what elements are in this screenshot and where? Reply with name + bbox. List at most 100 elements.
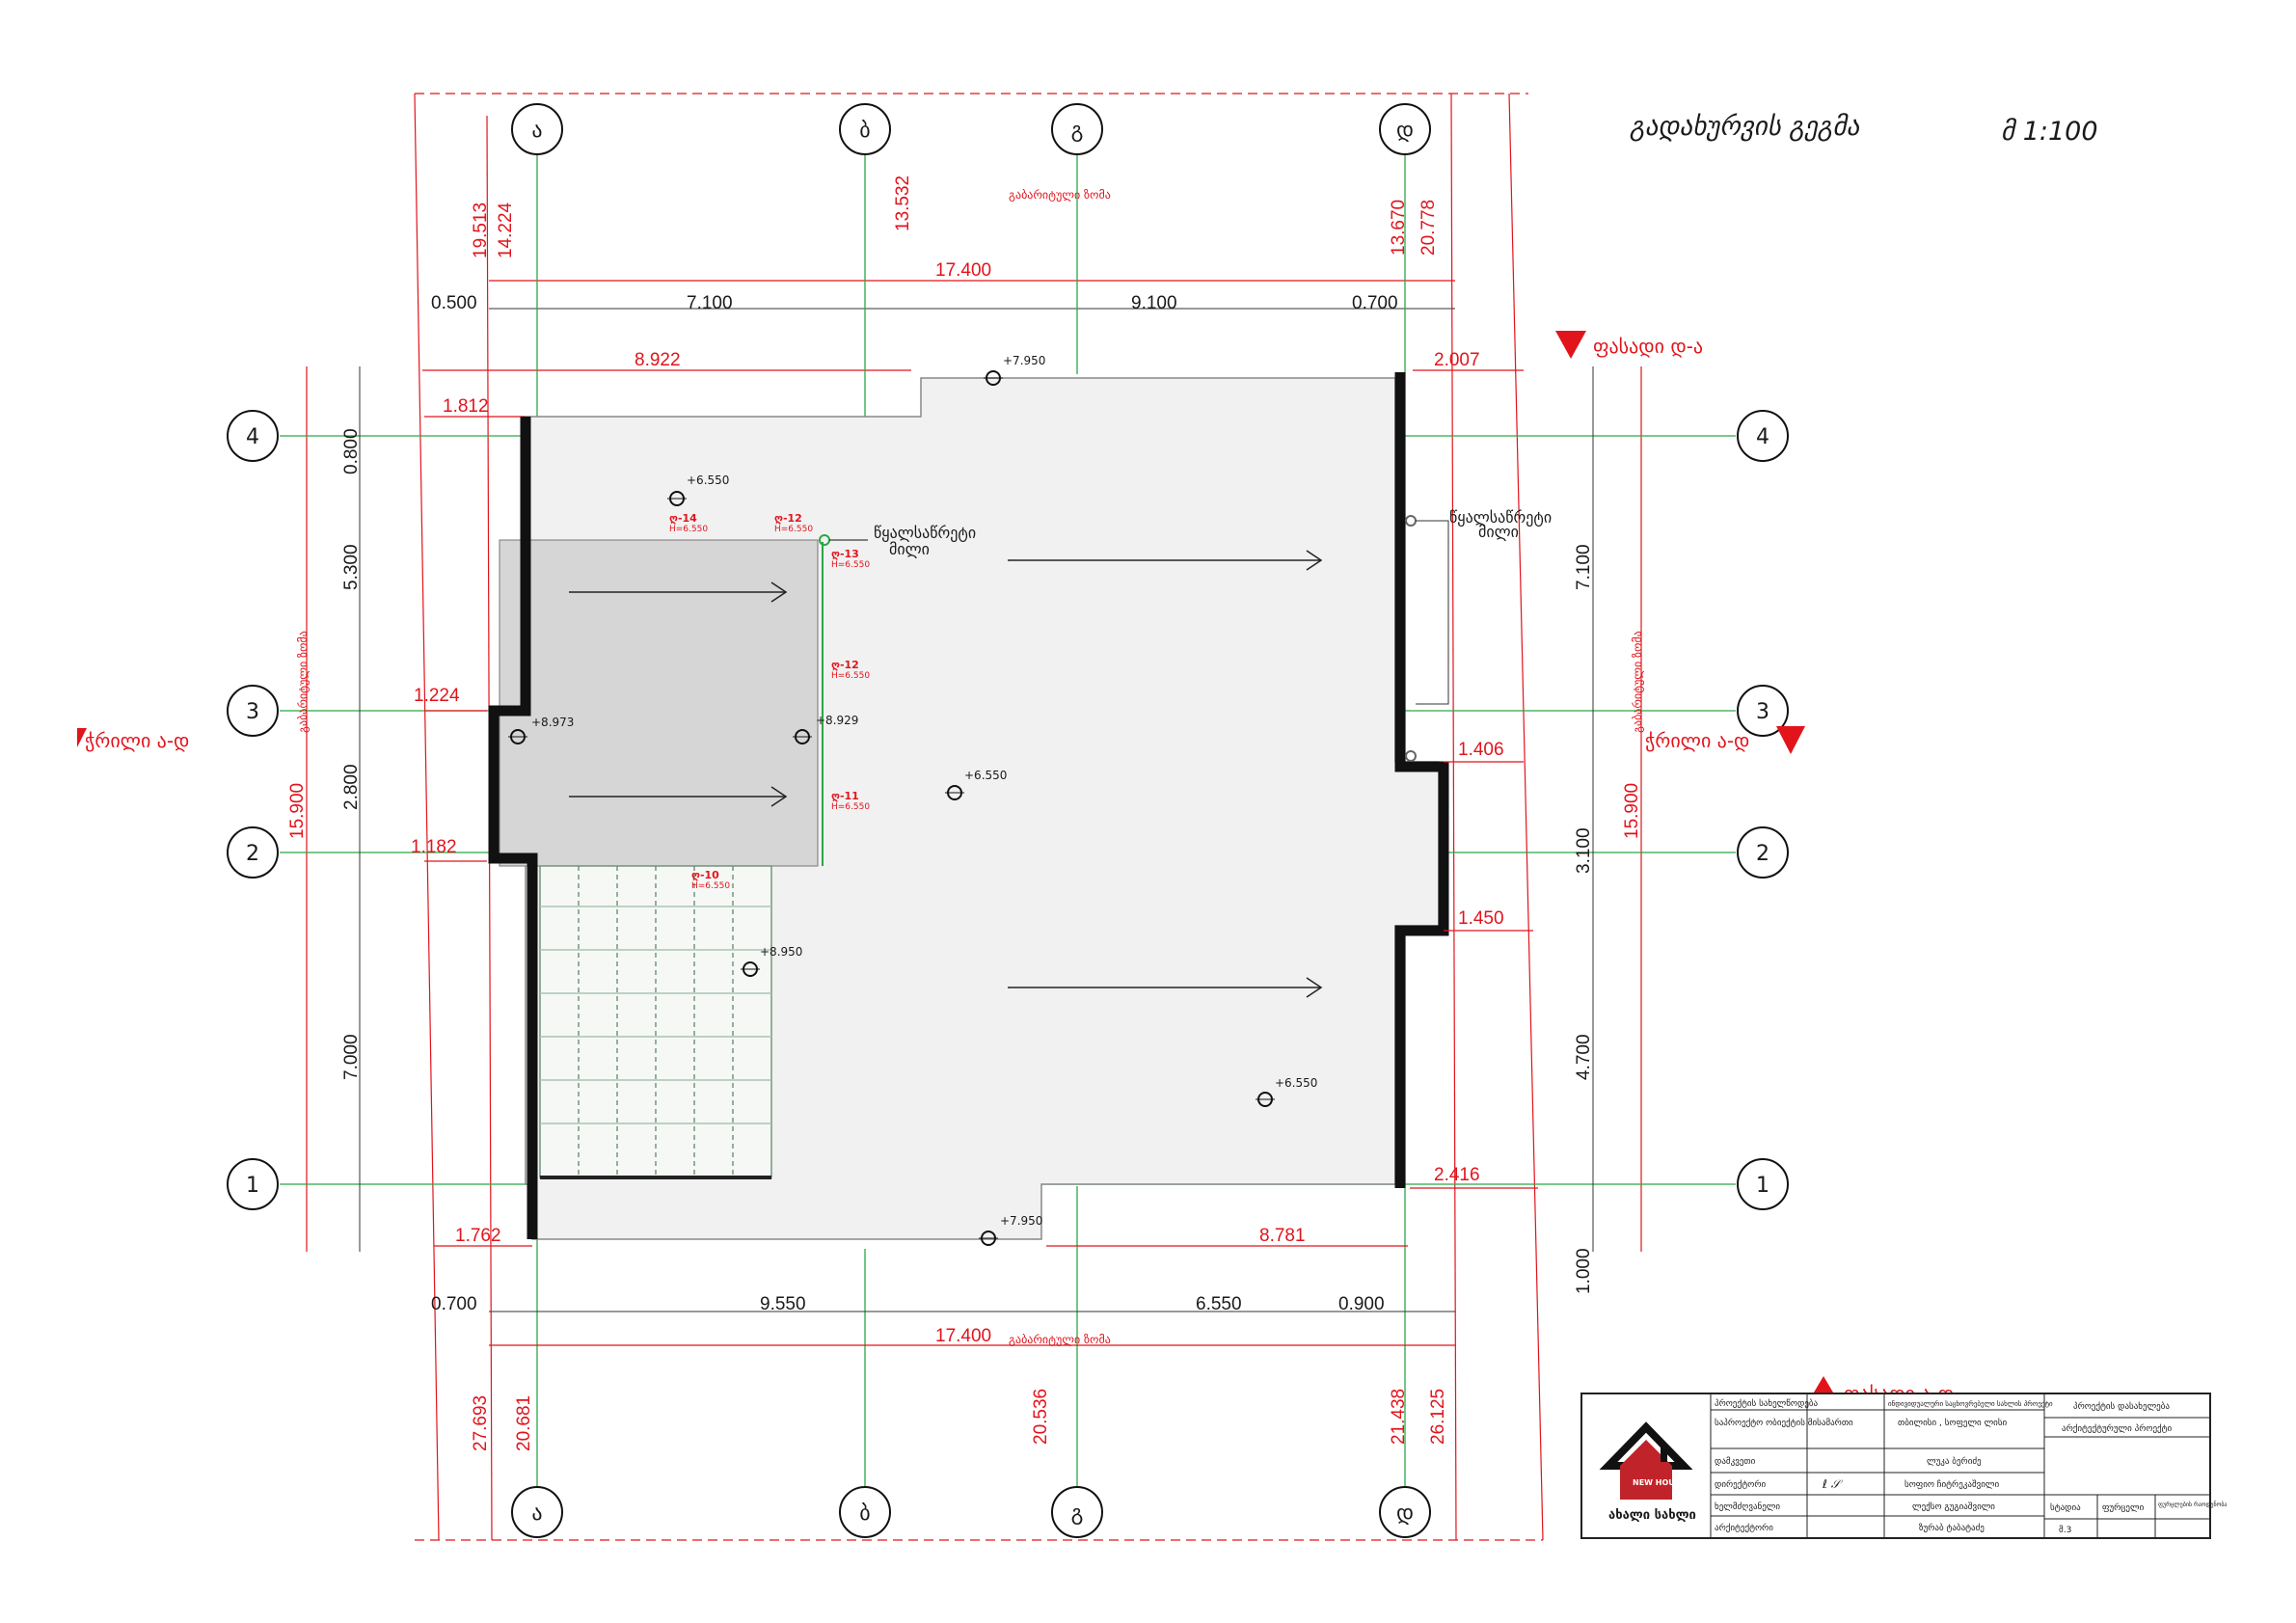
elev-mark-4: +6.550: [945, 769, 1007, 800]
elev-mark-5: +8.950: [741, 945, 802, 977]
dim-top-0: 0.500: [431, 293, 477, 313]
axis-label: ბ: [859, 1501, 870, 1526]
elev-mark-2: +8.973: [508, 716, 574, 744]
axis-bubble-g-top: გ: [1051, 103, 1103, 155]
dim-right-3: 1.000: [1574, 1248, 1594, 1294]
dim-bottom-0: 0.700: [431, 1294, 477, 1314]
gutter-tag: ღ-10: [691, 869, 719, 881]
dim-top-red-1: 14.224: [496, 202, 516, 258]
elev-text: +7.950: [1003, 354, 1045, 367]
axis-bubble-1-right: 1: [1737, 1158, 1789, 1210]
axis-bubble-2-left: 2: [227, 826, 279, 879]
tb-c2-0: ინდივიდუალური საცხოვრებელი სახლის პროექტ…: [1888, 1399, 2053, 1408]
dim-left-offset-0: 1.224: [414, 686, 460, 706]
dim-left-0: 0.800: [341, 428, 362, 474]
logo-text: ახალი სახლი: [1608, 1508, 1696, 1523]
dim-top-offset-0: 8.922: [635, 350, 681, 370]
axis-label: 3: [1756, 700, 1769, 724]
elev-text: +6.550: [687, 473, 729, 487]
grating-area: [539, 865, 772, 1179]
axis-label: გ: [1071, 1501, 1084, 1526]
title-block: NEW HOUSE ახალი სახლი პროექტის სახელწოდე…: [1580, 1393, 2227, 1539]
tb-c2-1: თბილისი , სოფელი ლისი: [1898, 1418, 2008, 1428]
gabarit-top: გაბარიტული ზომა: [1009, 188, 1111, 202]
gutter-h: H=6.550: [831, 671, 870, 681]
dim-left-1: 5.300: [341, 544, 362, 590]
dim-top-total: 17.400: [935, 260, 991, 281]
dim-top-2: 9.100: [1131, 293, 1177, 313]
dim-left-2: 2.800: [341, 764, 362, 810]
axis-bubble-d-bottom: დ: [1379, 1486, 1431, 1538]
axis-bubble-3-left: 3: [227, 685, 279, 737]
dim-bottom-total: 17.400: [935, 1326, 991, 1346]
section-marker-left: ჭრილი ა-დ: [77, 728, 189, 752]
dim-top-red-0: 19.513: [471, 203, 491, 258]
elev-mark-1: +6.550: [667, 473, 729, 506]
gutter-tags: ღ-14 H=6.550 ღ-12 H=6.550 ღ-13 H=6.550 ღ…: [669, 512, 870, 891]
axis-bubble-a-top: ა: [511, 103, 563, 155]
axis-bubbles-sides: 4 3 2 1 4 3 2 1: [227, 410, 1789, 1210]
axis-label: დ: [1396, 119, 1414, 143]
axis-bubble-d-top: დ: [1379, 103, 1431, 155]
roof-upper-section: [499, 539, 819, 867]
gabarit-right: გაბარიტული ზომა: [1631, 631, 1644, 733]
tb-c2-5: ზურაბ ტაბატაძე: [1919, 1523, 1985, 1533]
dim-right-1: 3.100: [1574, 827, 1594, 874]
dim-top-offset-1: 2.007: [1434, 350, 1480, 370]
gabarit-bottom: გაბარიტული ზომა: [1009, 1333, 1111, 1346]
left-dimensions: 0.800 5.300 2.800 7.000 15.900 გაბარიტულ…: [287, 366, 487, 1252]
tb-c3-header: პროექტის დასახელება: [2073, 1401, 2170, 1412]
tb-c2-3: სოფიო ჩიტრეკაშვილი: [1904, 1479, 1999, 1490]
tb-sheet-no: მ.3: [2059, 1525, 2071, 1535]
dim-right-0: 7.100: [1574, 544, 1594, 590]
drain-icon: [1405, 750, 1417, 762]
facade-label-top: ფასადი დ-ა: [1593, 335, 1703, 358]
tb-c1-4: ხელმძღვანელი: [1715, 1501, 1780, 1512]
dim-bottom-red-2: 20.536: [1031, 1389, 1051, 1445]
dim-bottom-1: 9.550: [760, 1294, 806, 1314]
tb-c1-2: დამკვეთი: [1715, 1456, 1756, 1467]
section-label-left: ჭრილი ა-დ: [85, 729, 189, 752]
gutter-tag: ღ-13: [831, 548, 859, 560]
elev-text: +8.973: [531, 716, 574, 729]
roof-outline: [488, 372, 1449, 1240]
axis-bubble-a-bottom: ა: [511, 1486, 563, 1538]
dim-bottom-3: 0.900: [1338, 1294, 1385, 1314]
dim-right-2: 4.700: [1574, 1034, 1594, 1080]
tb-c2-2: ლუკა ბერიძე: [1927, 1456, 1982, 1467]
tb-stage-2: ფურცლების რაოდენობა: [2158, 1501, 2227, 1508]
drain-icon: [1405, 515, 1417, 527]
logo-small-text: NEW HOUSE: [1633, 1478, 1686, 1487]
dim-bottom-red-1: 20.681: [514, 1395, 534, 1451]
elev-text: +6.550: [1275, 1076, 1317, 1090]
dim-right-red: 15.900: [1622, 783, 1642, 839]
dim-right-offset-1: 1.450: [1458, 908, 1504, 929]
tb-c1-0: პროექტის სახელწოდება: [1715, 1398, 1819, 1409]
drain-label-right-1: წყალსაწრეტი: [1449, 508, 1552, 527]
drawing-title: გადახურვის გეგმა: [1630, 112, 1860, 142]
top-dimensions: 17.400 0.500 7.100 9.100 0.700 8.922 2.0…: [422, 176, 1524, 418]
gutter-tag: ღ-12: [831, 659, 859, 671]
elev-text: +8.950: [760, 945, 802, 959]
axis-bubble-2-right: 2: [1737, 826, 1789, 879]
axis-label: 2: [246, 842, 259, 866]
gutter-h: H=6.550: [774, 525, 813, 534]
elev-mark-7: +7.950: [979, 1214, 1042, 1246]
axis-label: 1: [246, 1174, 259, 1198]
axis-bubble-4-left: 4: [227, 410, 279, 462]
tb-signature: ℓ 𝒮: [1822, 1477, 1844, 1491]
tb-c3-value: არქიტექტურული პროექტი: [2062, 1423, 2173, 1434]
drain-label-left-2: მილი: [889, 540, 930, 558]
dim-bottom-offset-1: 8.781: [1259, 1226, 1306, 1246]
tb-stage-0: სტადია: [2050, 1502, 2081, 1513]
axis-bubbles-bottom: ა ბ გ დ: [511, 1486, 1431, 1538]
elev-text: +7.950: [1000, 1214, 1042, 1228]
axis-label: 2: [1756, 842, 1769, 866]
company-logo: NEW HOUSE ახალი სახლი: [1599, 1421, 1696, 1523]
dim-right-offset-0: 1.406: [1458, 740, 1504, 760]
gutter-h: H=6.550: [691, 881, 730, 891]
dim-top-red-3: 13.670: [1389, 200, 1409, 256]
dim-bottom-red-0: 27.693: [471, 1395, 491, 1451]
gutter-h: H=6.550: [831, 802, 870, 812]
